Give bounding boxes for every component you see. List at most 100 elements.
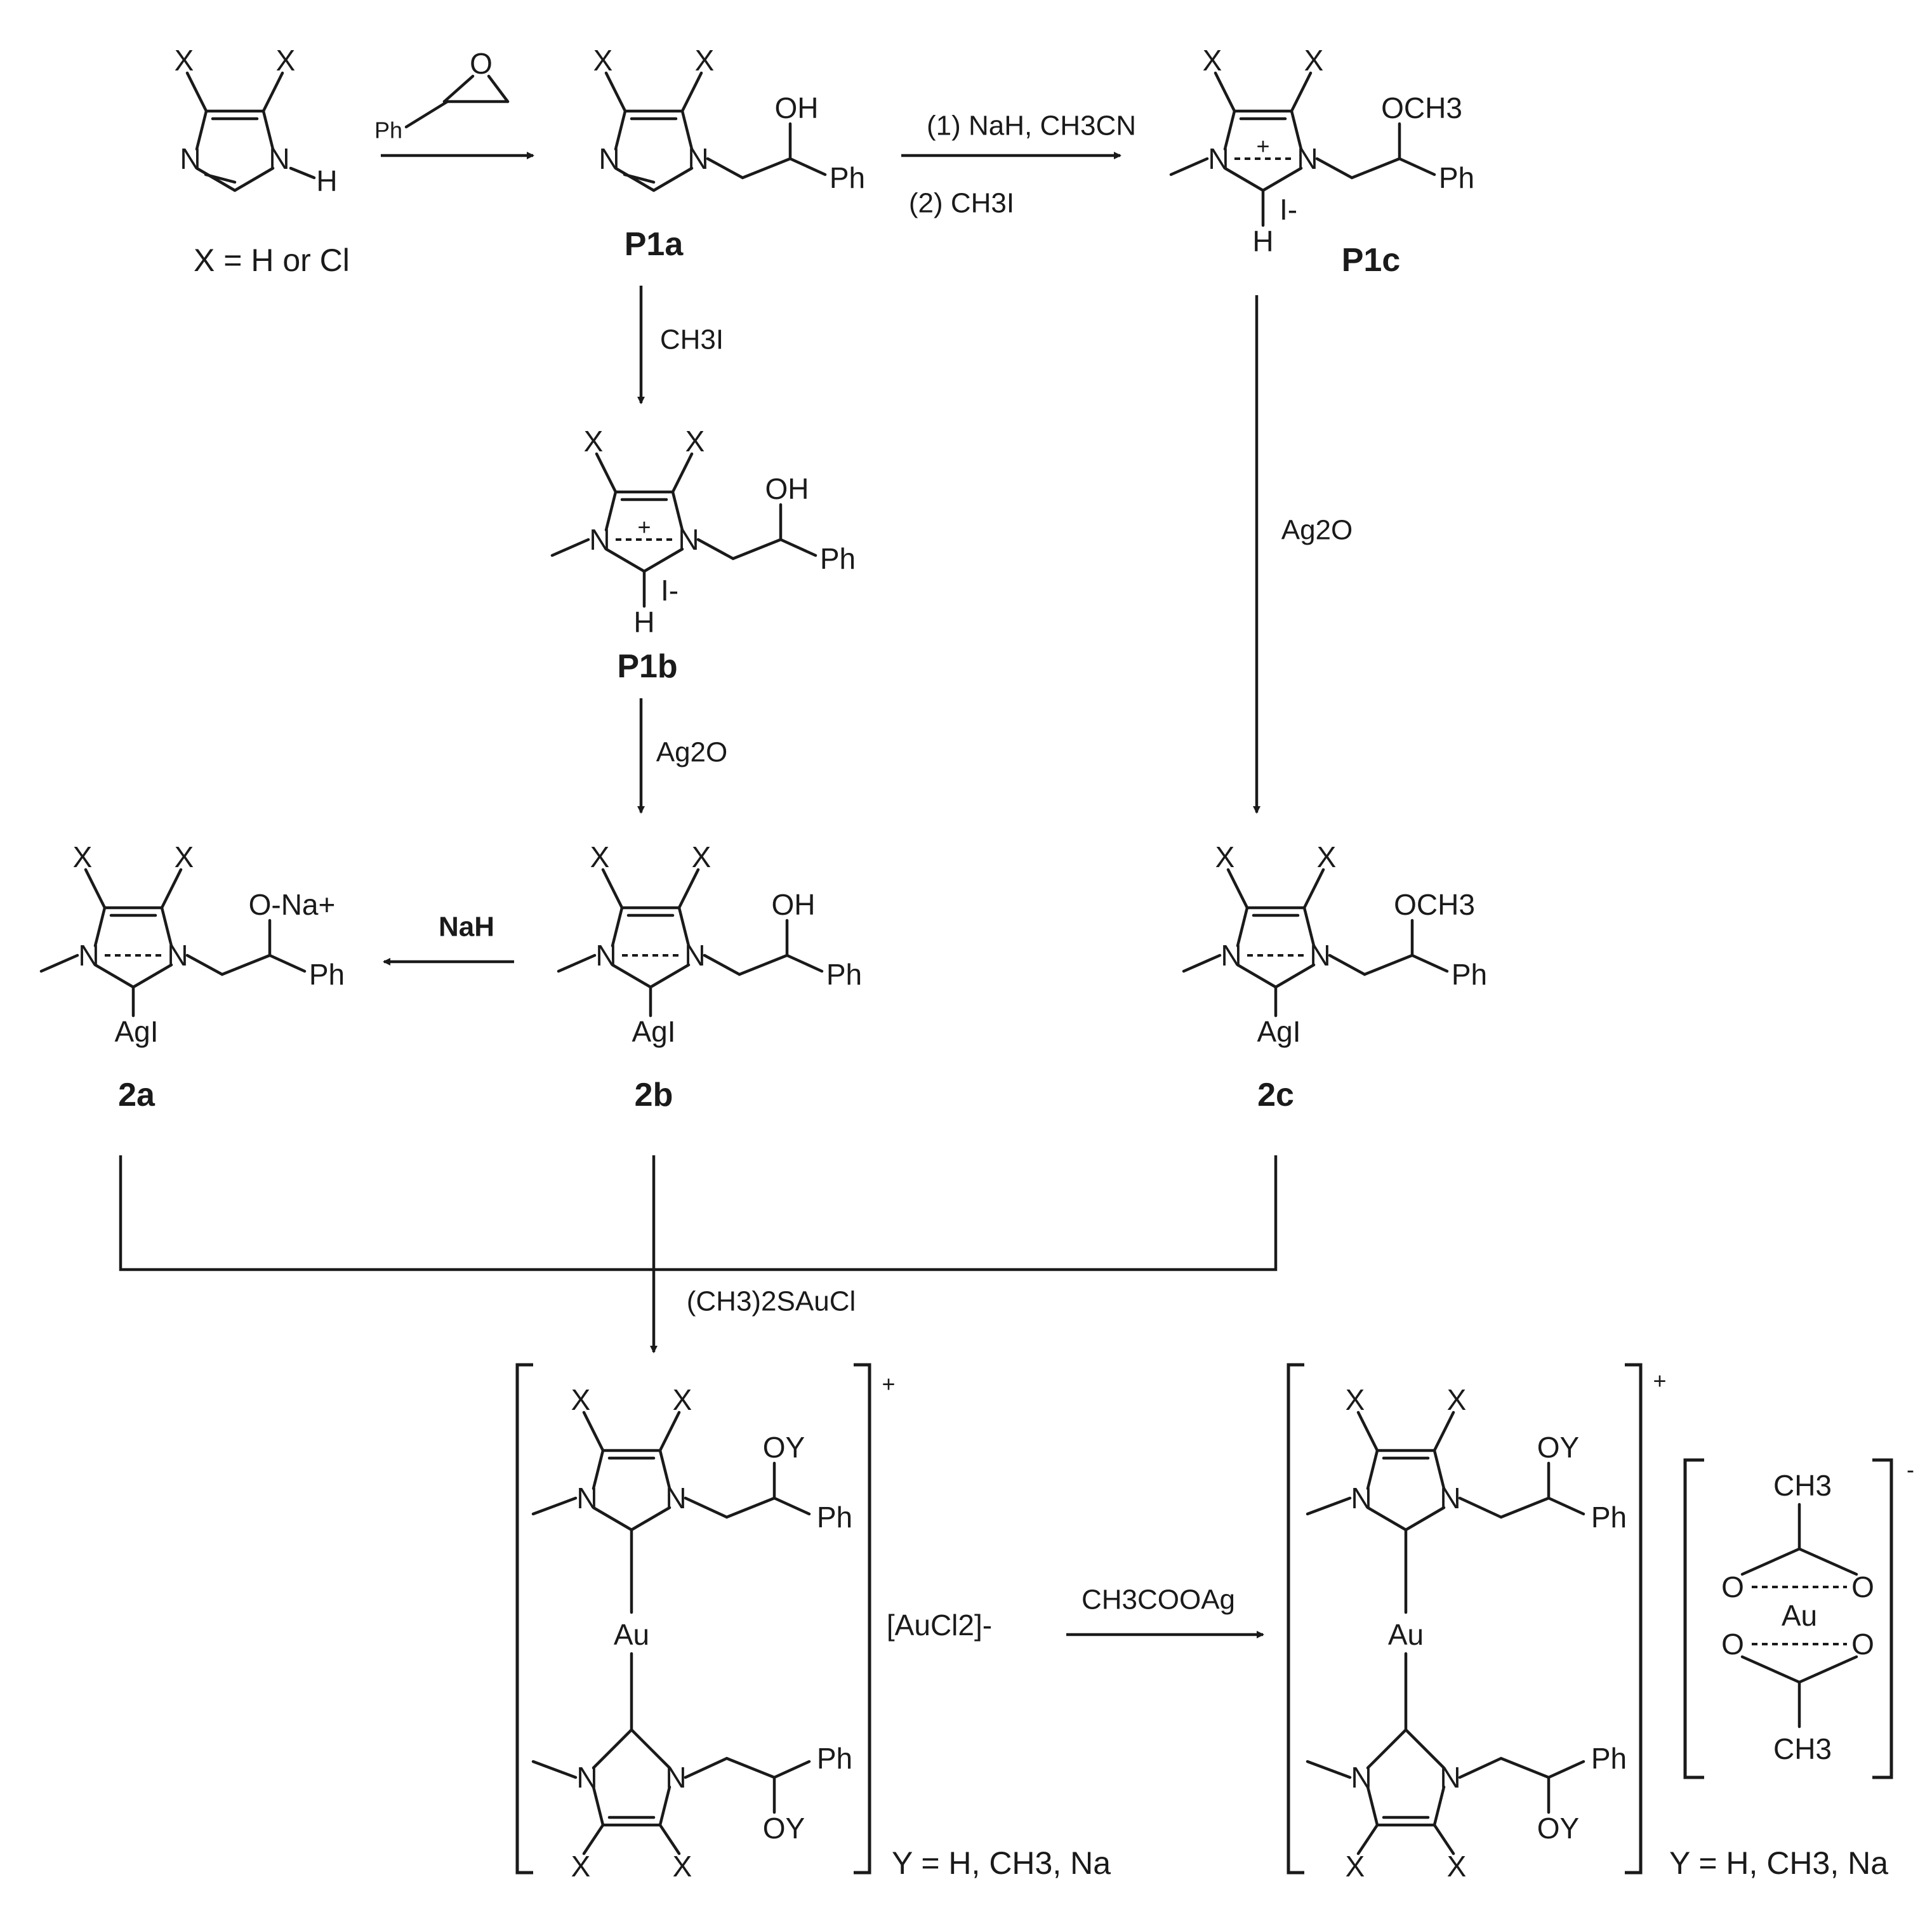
label-p1b: P1b [617,648,677,685]
atom-n: N [599,142,619,175]
atom-h: H [316,164,337,197]
atom-o: O [1851,1570,1874,1603]
atom-x: X [590,840,610,873]
atom-n: N [687,142,708,175]
atom-x: X [685,425,705,458]
atom-x: X [175,840,194,873]
atom-x: X [1304,44,1324,77]
atom-x: X [1346,1383,1365,1416]
y-substituent-note: Y = H, CH3, Na [1669,1845,1888,1881]
atom-x: X [571,1850,591,1883]
atom-x: X [584,425,604,458]
counter-ion-aucl2: [AuCl2]- [887,1609,992,1642]
reagent-ch3i-methylation: CH3I [660,324,724,355]
atom-ph: Ph [1452,958,1487,991]
atom-n: N [684,939,705,972]
atom-n: N [268,142,289,175]
atom-x: X [276,44,296,77]
atom-o: O [470,47,493,80]
atom-n: N [180,142,201,175]
atom-x: X [692,840,711,873]
epoxide-reagent: O Ph [374,47,510,143]
atom-n: N [1309,939,1330,972]
merge-connector [119,1155,1278,1353]
atom-x: X [1346,1850,1365,1883]
atom-n: N [576,1761,597,1794]
atom-n: N [589,523,610,556]
atom-au: Au [1388,1618,1424,1651]
atom-o: O [1851,1628,1874,1661]
compound-2b: N N X X AgI OH Ph [557,840,862,1048]
charge-minus: - [1907,1457,1914,1483]
atom-x: X [673,1850,692,1883]
atom-n: N [1351,1482,1372,1515]
compound-2a: N N X X AgI O-Na+ Ph [39,840,345,1048]
compound-p1a: N N X X OH Ph [593,44,865,194]
atom-x: X [175,44,194,77]
atom-n: N [1221,939,1241,972]
atom-agi: AgI [632,1015,675,1048]
atom-ph: Ph [817,1742,852,1775]
atom-x: X [695,44,715,77]
atom-h: H [1252,225,1273,258]
atom-n: N [678,523,699,556]
atom-n: N [576,1482,597,1515]
atom-ph: Ph [1591,1501,1627,1534]
atom-n: N [1297,142,1318,175]
atom-ph: Ph [826,958,862,991]
atom-n: N [595,939,616,972]
y-substituent-note: Y = H, CH3, Na [892,1845,1111,1881]
label-2a: 2a [118,1077,155,1113]
charge-plus: + [1653,1368,1666,1394]
iodide-counterion: I- [1280,193,1297,226]
reagent-ag2o-2c: Ag2O [1281,515,1353,546]
atom-n: N [665,1482,686,1515]
atom-n: N [78,939,99,972]
atom-ch3: CH3 [1773,1732,1832,1765]
atom-oh: OH [765,472,809,505]
atom-agi: AgI [1257,1015,1300,1048]
reagent-gold-source: (CH3)2SAuCl [687,1286,856,1317]
charge-plus: + [637,514,651,540]
compound-p1b: N N + X X H I- OH Ph [550,425,856,639]
label-2c: 2c [1257,1077,1294,1113]
x-definition-caption: X = H or Cl [194,242,350,278]
label-p1a: P1a [625,226,684,263]
atom-x: X [1317,840,1337,873]
atom-au: Au [614,1618,649,1651]
atom-n: N [167,939,188,972]
atom-x: X [673,1383,692,1416]
product-au-bis-nhc-aucl2: + N N X X OY Ph Au [515,1363,1111,1883]
reagent-nah-ch3cn: (1) NaH, CH3CN [927,110,1136,142]
atom-ch3: CH3 [1773,1469,1832,1502]
atom-au: Au [1782,1599,1817,1632]
atom-n: N [665,1761,686,1794]
atom-oh: OH [775,91,819,124]
atom-h: H [633,606,654,639]
atom-och3: OCH3 [1381,91,1462,124]
atom-n: N [1208,142,1229,175]
atom-ph: Ph [820,542,856,575]
atom-n: N [1439,1482,1460,1515]
epoxide-phenyl: Ph [374,117,402,143]
atom-ph: Ph [817,1501,852,1534]
reagent-nah: NaH [439,912,494,943]
atom-ph: Ph [309,958,345,991]
reagent-silver-acetate: CH3COOAg [1082,1584,1235,1616]
atom-ona: O-Na+ [249,888,336,921]
atom-x: X [571,1383,591,1416]
atom-ph: Ph [830,161,865,194]
reagent-ch3i: (2) CH3I [909,188,1014,219]
atom-oy: OY [1537,1431,1579,1464]
compound-2c: N N X X AgI OCH3 Ph [1182,840,1487,1048]
charge-plus: + [1256,133,1269,159]
atom-x: X [1447,1850,1467,1883]
label-p1c: P1c [1342,242,1401,279]
atom-oy: OY [763,1812,805,1845]
atom-oy: OY [763,1431,805,1464]
label-2b: 2b [635,1077,673,1113]
atom-agi: AgI [114,1015,158,1048]
atom-oh: OH [772,888,816,921]
atom-o: O [1721,1628,1744,1661]
